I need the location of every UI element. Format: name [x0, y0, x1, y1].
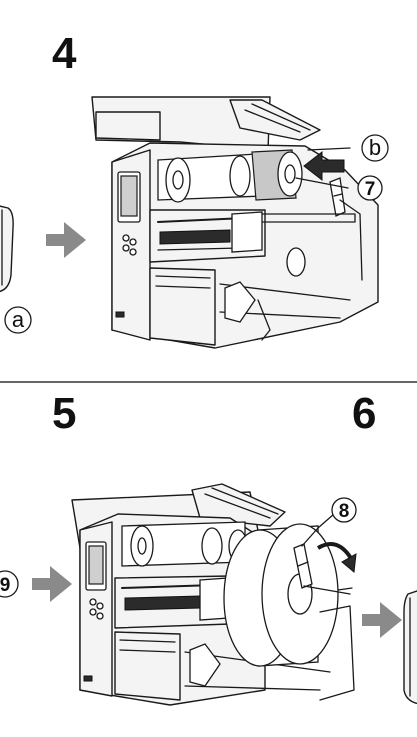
step-5-number: 5 — [52, 389, 76, 438]
next-arrow-icon — [32, 566, 72, 602]
callout-7: 7 — [357, 175, 383, 201]
svg-text:b: b — [369, 135, 381, 160]
svg-text:9: 9 — [0, 575, 10, 596]
callout-a: a — [4, 306, 32, 334]
step-6-number: 6 — [352, 389, 376, 438]
callout-9: 9 — [0, 570, 19, 598]
next-arrow-icon — [46, 222, 86, 258]
svg-text:7: 7 — [365, 179, 376, 200]
svg-text:8: 8 — [339, 501, 350, 522]
next-step-partial-printer — [403, 590, 417, 705]
previous-step-partial-printer — [0, 205, 14, 293]
callout-8: 8 — [331, 497, 357, 523]
next-arrow-icon — [362, 602, 402, 638]
svg-text:a: a — [12, 307, 25, 332]
printer-illustration-step-4 — [91, 96, 379, 349]
printer-illustration-step-5 — [71, 483, 357, 706]
step-4-number: 4 — [52, 29, 77, 78]
callout-b: b — [361, 134, 389, 162]
